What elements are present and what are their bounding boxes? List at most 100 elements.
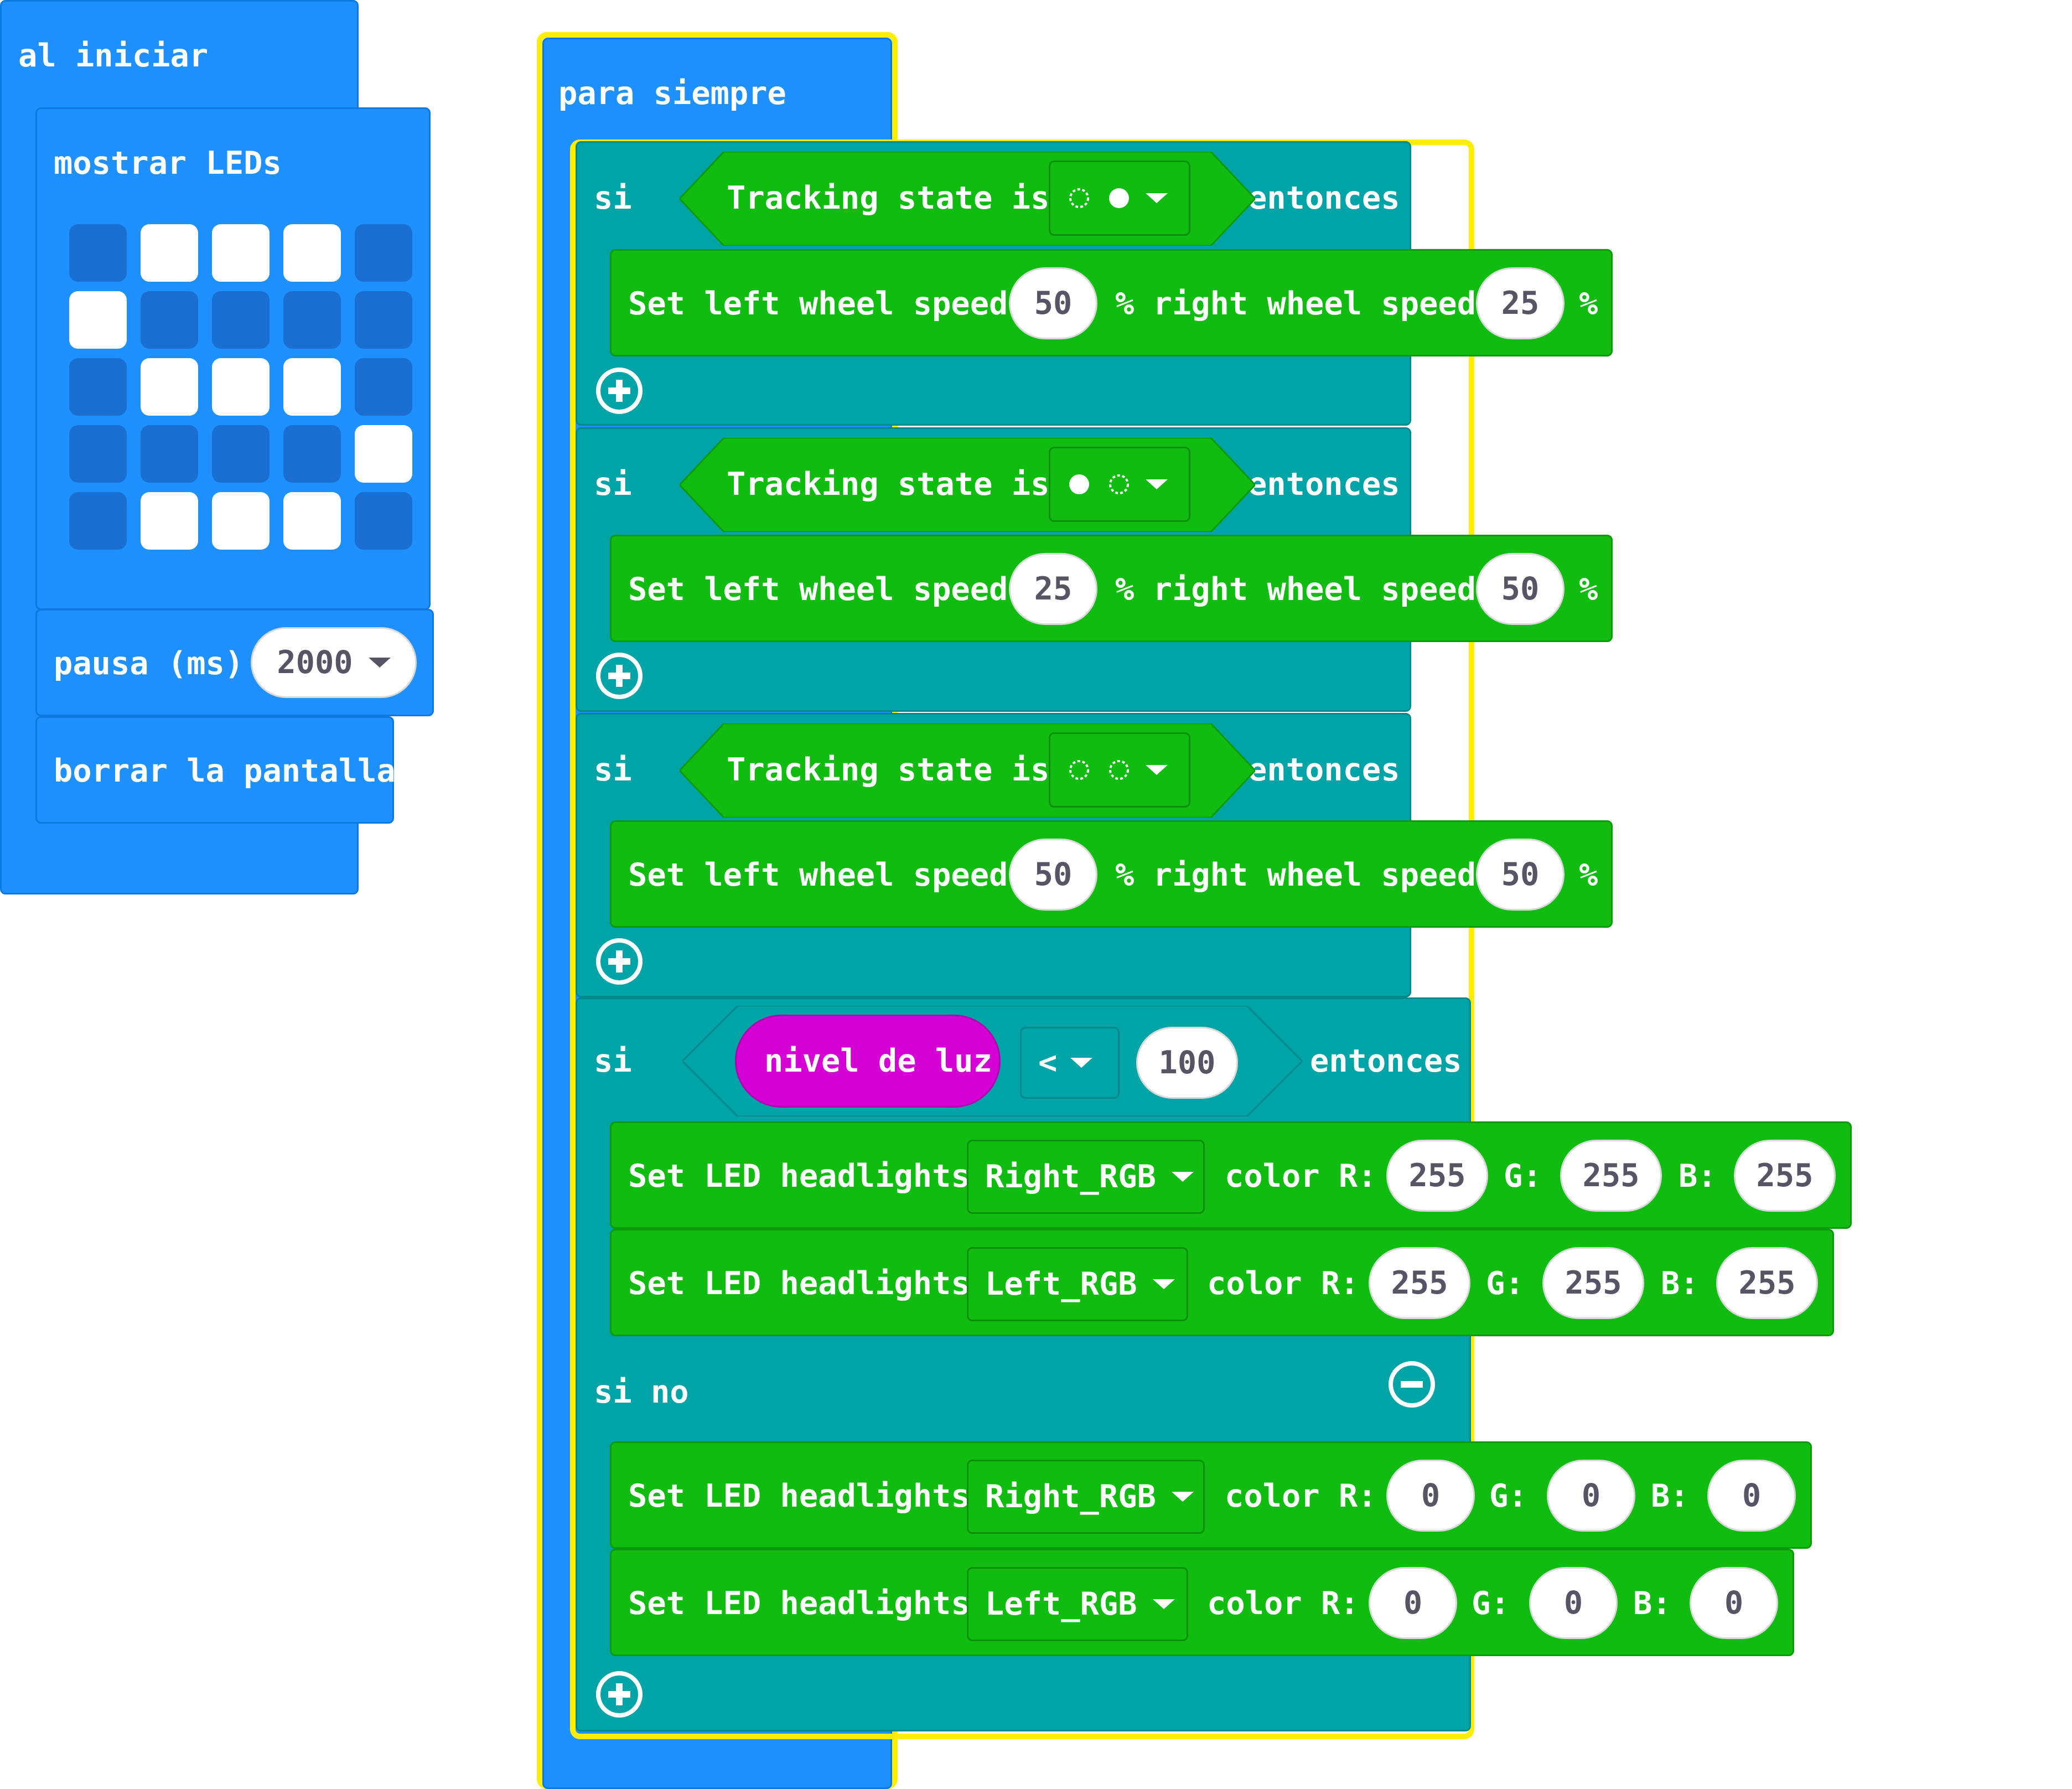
tracking-state-dropdown[interactable] [1049,732,1190,808]
set-wheel-label: Set left wheel speed [628,286,1008,322]
led-cell[interactable] [212,358,270,416]
add-branch-button[interactable] [594,650,645,701]
headlight-side-value: Right_RGB [985,1158,1156,1195]
condition-hexagon[interactable] [680,723,1255,818]
plus-circle-icon [596,938,643,985]
blue-input[interactable]: 0 [1707,1460,1796,1532]
set-wheel-speed-block-2[interactable]: Set left wheel speed 25 % right wheel sp… [610,535,1613,642]
condition-label: Tracking state is [727,752,1050,788]
green-input[interactable]: 255 [1542,1247,1644,1319]
set-wheel-speed-block-3[interactable]: Set left wheel speed 50 % right wheel sp… [610,820,1613,928]
led-cell[interactable] [283,291,341,349]
dotted-circle-icon [1069,760,1089,780]
led-cell[interactable] [69,224,127,282]
led-cell[interactable] [69,492,127,550]
add-branch-button[interactable] [594,365,645,416]
set-led-headlights-block[interactable]: Set LED headlights Right_RGB color R: 25… [610,1121,1852,1229]
clear-screen-block[interactable]: borrar la pantalla [35,716,396,824]
led-cell[interactable] [212,425,270,483]
led-cell[interactable] [212,291,270,349]
tracking-state-dropdown[interactable] [1049,161,1190,236]
remove-else-button[interactable] [1386,1359,1437,1410]
condition-label: Tracking state is [727,466,1050,503]
right-wheel-label: % right wheel speed [1115,286,1477,322]
show-leds-block[interactable]: mostrar LEDs [35,107,431,610]
led-cell[interactable] [283,224,341,282]
set-wheel-speed-block-1[interactable]: Set left wheel speed 50 % right wheel sp… [610,249,1613,356]
led-cell[interactable] [283,358,341,416]
blue-input[interactable]: 0 [1690,1567,1778,1639]
led-cell[interactable] [355,291,412,349]
chevron-down-icon [368,658,391,668]
led-cell[interactable] [212,224,270,282]
tracking-state-dropdown[interactable] [1049,447,1190,522]
headlight-side-dropdown[interactable]: Right_RGB [967,1140,1205,1214]
forever-title: para siempre [558,75,786,112]
led-cell[interactable] [141,224,198,282]
right-speed-input[interactable]: 25 [1476,267,1565,339]
operator-value: < [1038,1044,1058,1081]
color-r-label: color R: [1207,1585,1359,1622]
headlight-side-dropdown[interactable]: Left_RGB [967,1247,1188,1321]
add-branch-button[interactable] [594,936,645,987]
set-led-headlights-block[interactable]: Set LED headlights Right_RGB color R: 0 … [610,1441,1812,1549]
then-label: entonces [1310,1043,1462,1079]
led-cell[interactable] [355,425,412,483]
led-cell[interactable] [355,224,412,282]
chevron-down-icon [1070,1058,1093,1068]
led-cell[interactable] [69,358,127,416]
compare-value-input[interactable]: 100 [1136,1027,1238,1099]
green-input[interactable]: 0 [1547,1460,1635,1532]
right-speed-input[interactable]: 50 [1476,553,1565,625]
then-label: entonces [1248,180,1400,216]
blue-input[interactable]: 255 [1716,1247,1818,1319]
led-cell[interactable] [355,492,412,550]
light-level-label: nivel de luz [764,1043,992,1079]
right-speed-value: 50 [1501,570,1540,607]
set-led-headlights-block[interactable]: Set LED headlights Left_RGB color R: 0 G… [610,1549,1794,1656]
blue-value: 0 [1742,1477,1762,1514]
left-speed-input[interactable]: 25 [1009,553,1097,625]
left-speed-input[interactable]: 50 [1009,267,1097,339]
red-input[interactable]: 0 [1386,1460,1475,1532]
left-speed-input[interactable]: 50 [1009,839,1097,911]
g-label: G: [1472,1585,1510,1622]
set-led-headlights-block[interactable]: Set LED headlights Left_RGB color R: 255… [610,1229,1834,1336]
led-cell[interactable] [141,492,198,550]
green-input[interactable]: 0 [1529,1567,1618,1639]
led-cell[interactable] [69,425,127,483]
led-cell[interactable] [355,358,412,416]
led-cell[interactable] [141,425,198,483]
if-label: si [594,466,632,503]
condition-hexagon[interactable] [680,152,1255,246]
pause-value-dropdown[interactable]: 2000 [251,627,417,698]
led-cell[interactable] [69,291,127,349]
green-input[interactable]: 255 [1560,1140,1662,1212]
pause-label: pausa (ms) [54,645,244,682]
right-speed-value: 25 [1501,285,1540,322]
red-input[interactable]: 0 [1369,1567,1457,1639]
blue-input[interactable]: 255 [1734,1140,1836,1212]
condition-hexagon[interactable] [680,438,1255,532]
color-r-label: color R: [1207,1265,1359,1302]
headlight-side-dropdown[interactable]: Left_RGB [967,1567,1188,1641]
green-value: 255 [1582,1157,1640,1194]
led-cell[interactable] [141,291,198,349]
led-cell[interactable] [283,492,341,550]
pause-block[interactable]: pausa (ms) 2000 [35,609,434,716]
if-label: si [594,180,632,216]
red-input[interactable]: 255 [1369,1247,1470,1319]
pause-value: 2000 [277,644,353,681]
led-cell[interactable] [212,492,270,550]
headlight-side-dropdown[interactable]: Right_RGB [967,1460,1205,1534]
led-cell[interactable] [141,358,198,416]
add-branch-button[interactable] [594,1669,645,1720]
right-speed-input[interactable]: 50 [1476,839,1565,911]
operator-dropdown[interactable]: < [1020,1027,1120,1099]
minus-circle-icon [1389,1361,1435,1408]
if-label: si [594,1043,632,1079]
else-label: si no [594,1374,689,1410]
led-cell[interactable] [283,425,341,483]
light-level-block[interactable] [735,1015,1001,1108]
red-input[interactable]: 255 [1386,1140,1488,1212]
